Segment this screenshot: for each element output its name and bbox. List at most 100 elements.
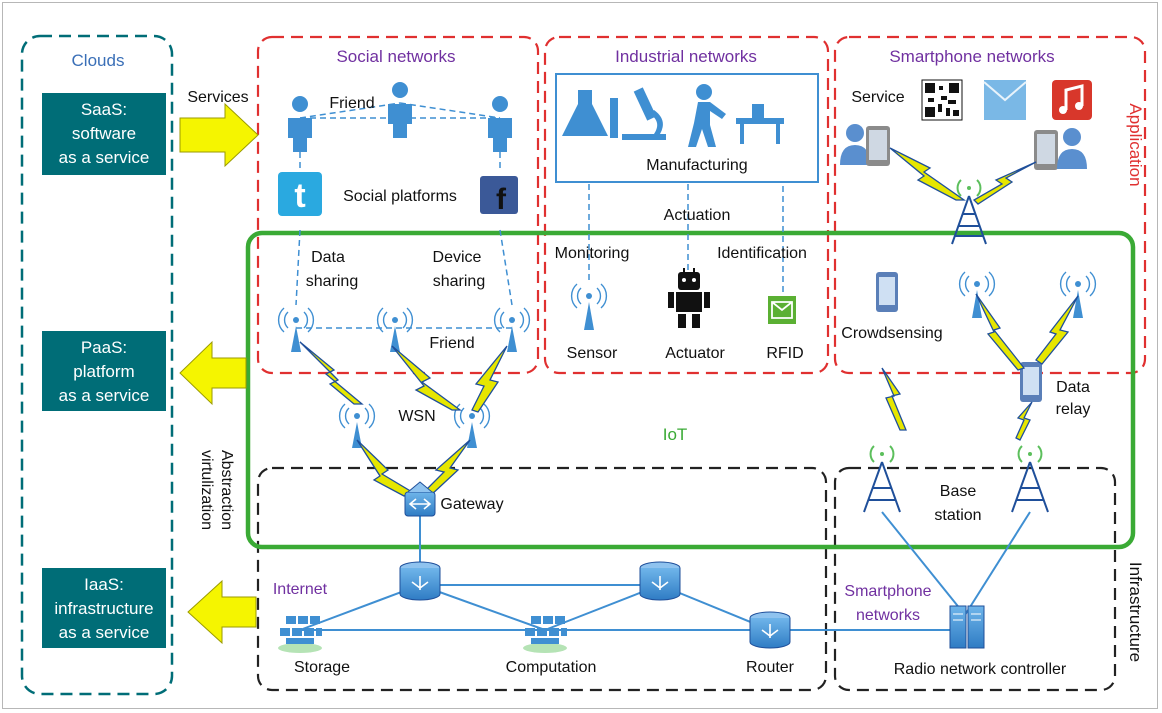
virtualization-label: virtulization <box>198 450 215 530</box>
actuator-label: Actuator <box>665 345 725 362</box>
wsn-label: WSN <box>398 408 435 425</box>
paas-line2: platform <box>73 362 134 381</box>
wireless-link-icon <box>881 293 1079 441</box>
person-icon <box>388 82 412 138</box>
rfid-label: RFID <box>766 345 803 362</box>
qr-code-icon <box>921 79 963 121</box>
gateway-icon <box>404 481 436 517</box>
device-sharing-line2: sharing <box>433 273 485 290</box>
saas-line1: SaaS: <box>81 100 127 119</box>
clouds-title: Clouds <box>72 51 125 70</box>
wireless-link-icon <box>299 341 508 497</box>
router-label: Router <box>746 659 795 676</box>
data-sharing-line2: sharing <box>306 273 358 290</box>
base-station-tower-icon <box>1011 445 1049 513</box>
base-station-tower-icon <box>863 445 901 513</box>
smartphone-icon <box>876 272 898 312</box>
gateway-label: Gateway <box>440 496 503 513</box>
smartphone-region <box>833 35 1147 375</box>
data-sharing-line1: Data <box>311 249 345 266</box>
saas-line2: software <box>72 124 136 143</box>
services-label: Services <box>187 89 248 106</box>
router-icon <box>639 561 681 601</box>
iot-label: IoT <box>663 425 688 444</box>
identification-label: Identification <box>717 245 807 262</box>
services-arrow <box>179 102 259 168</box>
clouds-region <box>20 34 174 696</box>
paas-arrow <box>179 340 247 406</box>
router-icon <box>749 611 791 649</box>
rnc-label: Radio network controller <box>894 661 1067 678</box>
manufacturing-label: Manufacturing <box>646 157 747 174</box>
saas-line3: as a service <box>59 148 150 167</box>
person-icon <box>488 96 512 152</box>
wsn-node-icon <box>338 403 376 448</box>
application-label: Application <box>1126 103 1145 186</box>
social-region <box>256 35 540 375</box>
industrial-region <box>543 35 830 375</box>
worker-icon <box>688 84 784 147</box>
iaas-box <box>42 568 166 648</box>
friend-top-label: Friend <box>329 95 374 112</box>
base-station-line1: Base <box>940 483 977 500</box>
industrial-title: Industrial networks <box>615 47 757 66</box>
iaas-line1: IaaS: <box>84 575 124 594</box>
monitoring-label: Monitoring <box>555 245 630 262</box>
paas-line1: PaaS: <box>81 338 127 357</box>
rfid-icon <box>768 296 796 324</box>
smartphone-networks-line1: Smartphone <box>844 583 931 600</box>
facebook-icon: f <box>480 176 518 216</box>
infrastructure-right-region <box>833 466 1117 692</box>
computation-server-icon <box>523 616 567 653</box>
twitter-icon: t <box>278 172 322 216</box>
abstraction-label: Abstraction <box>218 450 235 530</box>
person-icon <box>288 96 312 152</box>
data-relay-line1: Data <box>1056 379 1090 396</box>
base-station-line2: station <box>934 507 981 524</box>
paas-line3: as a service <box>59 386 150 405</box>
smartphone-title: Smartphone networks <box>889 47 1054 66</box>
microscope-icon <box>622 87 666 140</box>
mail-icon <box>983 80 1027 120</box>
svg-text:t: t <box>294 177 305 215</box>
antenna-icon <box>1059 271 1097 318</box>
router-icon <box>399 561 441 601</box>
actuation-label: Actuation <box>664 207 731 224</box>
smartphone-icon <box>1020 362 1042 402</box>
iot-region <box>245 230 1136 550</box>
svg-text:f: f <box>496 183 507 216</box>
internet-label: Internet <box>273 581 328 598</box>
crowdsensing-label: Crowdsensing <box>841 325 942 342</box>
paas-box <box>42 331 166 411</box>
music-icon <box>1052 80 1092 120</box>
flask-icon <box>562 90 618 138</box>
storage-server-icon <box>278 616 322 653</box>
industrial-dashes <box>588 184 784 292</box>
social-title: Social networks <box>336 47 455 66</box>
data-relay-line2: relay <box>1056 401 1091 418</box>
social-platforms-label: Social platforms <box>343 188 457 205</box>
user-phone-icon <box>1034 128 1087 170</box>
iaas-line3: as a service <box>59 623 150 642</box>
sensor-label: Sensor <box>567 345 618 362</box>
storage-label: Storage <box>294 659 350 676</box>
sensor-icon <box>570 283 608 330</box>
wsn-node-icon <box>277 307 315 352</box>
wsn-node-icon <box>376 307 414 352</box>
service-label: Service <box>851 89 904 106</box>
iaas-line2: infrastructure <box>54 599 153 618</box>
computation-label: Computation <box>506 659 597 676</box>
device-sharing-line1: Device <box>433 249 482 266</box>
radio-controller-icon <box>949 605 985 649</box>
wireless-link-icon <box>889 147 1037 205</box>
robot-icon <box>668 268 710 328</box>
infrastructure-left-region <box>256 466 828 692</box>
cell-tower-icon <box>951 179 987 245</box>
wsn-node-icon <box>493 307 531 352</box>
infrastructure-label: Infrastructure <box>1126 562 1145 662</box>
saas-box <box>42 93 166 175</box>
smartphone-networks-line2: networks <box>856 607 920 624</box>
friend-bottom-label: Friend <box>429 335 474 352</box>
